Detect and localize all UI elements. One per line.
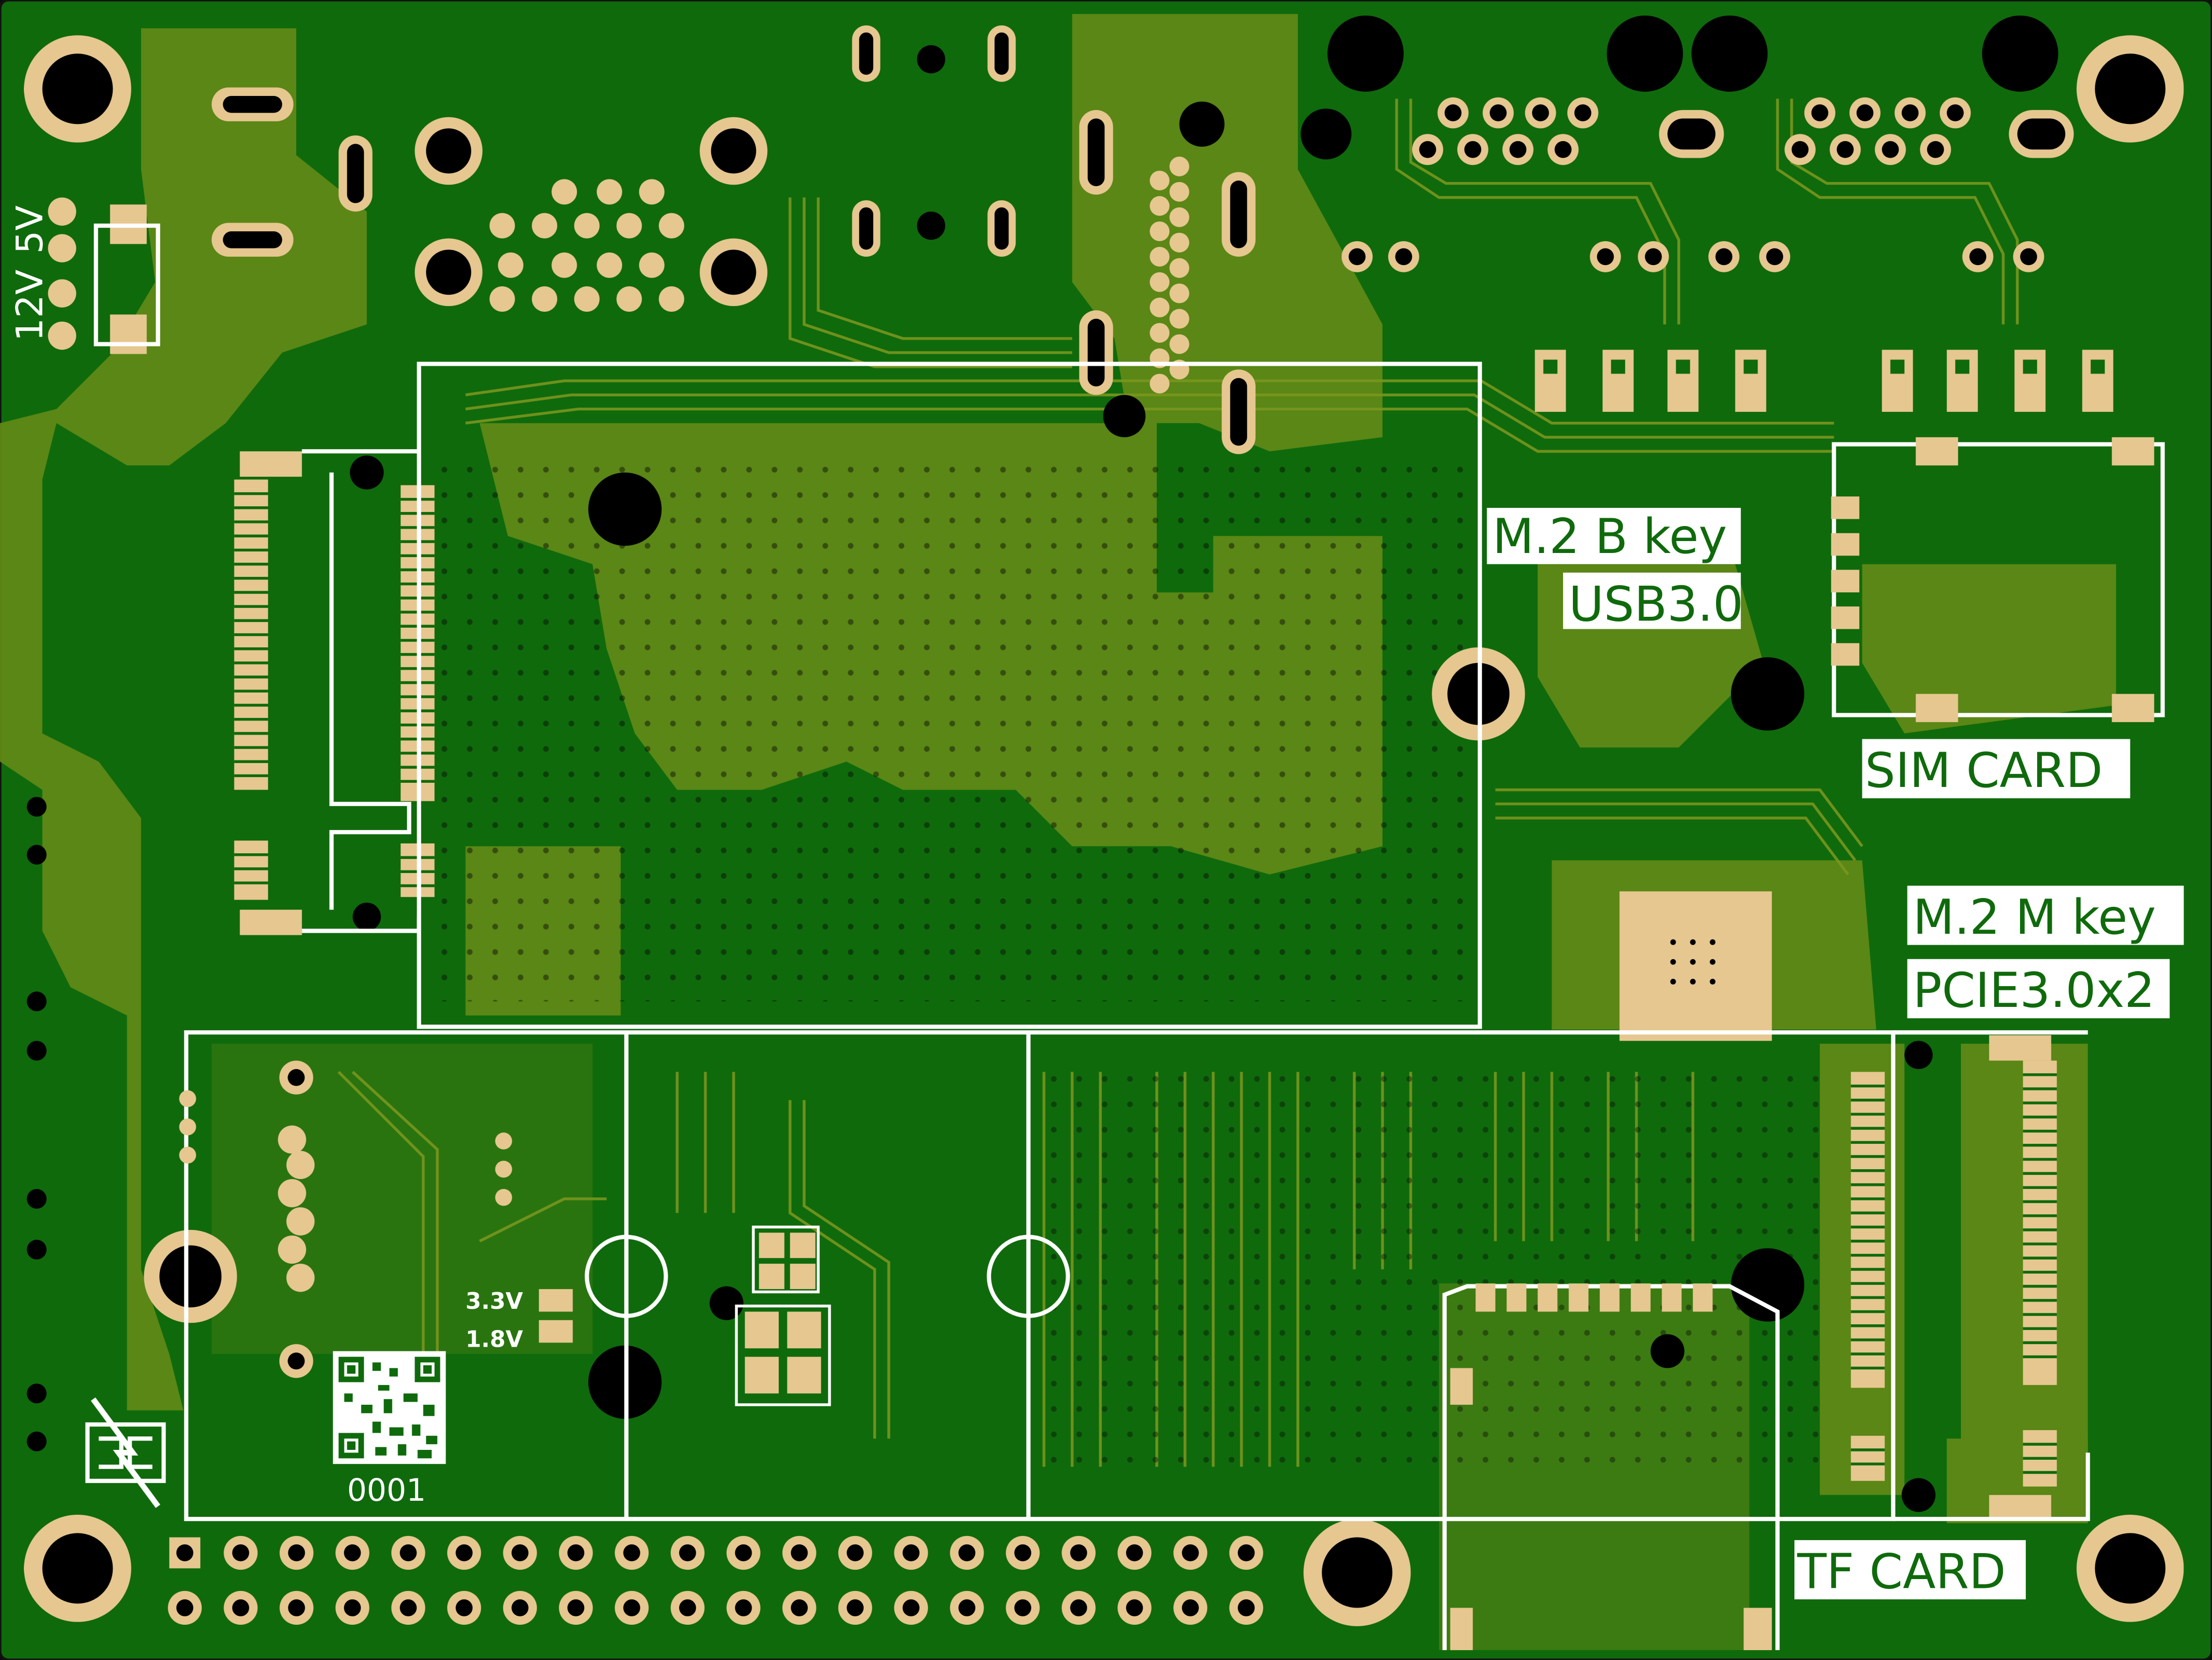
header-pin-hole (1237, 1599, 1255, 1616)
label-bg-m2b (1487, 507, 1741, 564)
header-pin-hole (735, 1544, 752, 1561)
label-sim-card: SIM CARD (1865, 742, 2103, 798)
header-pin-hole (847, 1544, 864, 1561)
header-pin-hole (791, 1544, 808, 1561)
header-pin-hole (288, 1544, 305, 1561)
header-pin-hole (1182, 1544, 1199, 1561)
header-pin-hole (623, 1544, 641, 1561)
header-pin-hole (288, 1599, 305, 1616)
header-pin-hole (455, 1544, 473, 1561)
label-bg-m2m (1907, 886, 2184, 945)
drill-holes (350, 15, 2058, 1512)
header-pin-hole (735, 1599, 752, 1616)
header-pin-hole (455, 1599, 473, 1616)
label-m2-m-key: M.2 M key (1913, 889, 2155, 945)
label-m2-b-key: M.2 B key (1492, 508, 1727, 564)
label-12v: 12V (8, 270, 51, 341)
header-pin-hole (567, 1599, 585, 1616)
header-pin-hole (232, 1544, 250, 1561)
header-pin-hole (679, 1544, 696, 1561)
silkscreen-labels: 12V 5V M.2 B key USB3.0 SIM CARD M.2 M k… (8, 205, 2184, 1599)
header-pin-hole (511, 1544, 529, 1561)
left-edge-pads (26, 797, 513, 1451)
label-1v8: 1.8V (465, 1326, 523, 1352)
label-bg-pcie (1907, 959, 2170, 1018)
header-pin-hole (343, 1544, 361, 1561)
via-field (423, 465, 1468, 1002)
label-pcie: PCIE3.0x2 (1913, 962, 2155, 1018)
tf-socket (1442, 1283, 1780, 1650)
header-pin-hole (958, 1599, 976, 1616)
header-pin-hole (176, 1599, 193, 1616)
label-tf-card: TF CARD (1797, 1543, 2006, 1599)
label-bg-usb (1563, 572, 1741, 629)
label-3v3: 3.3V (465, 1289, 523, 1315)
silkscreen-outlines (184, 362, 2090, 1521)
header-pin-hole (176, 1544, 193, 1561)
sim-socket (1831, 437, 2165, 723)
voltage-select-pads (538, 1225, 831, 1406)
header-pin-hole (1182, 1599, 1199, 1616)
label-bg-sim (1862, 739, 2131, 798)
header-pin-hole (623, 1599, 641, 1616)
header-pin-hole (1126, 1599, 1143, 1616)
header-pin-hole (791, 1599, 808, 1616)
qr-code-icon (333, 1351, 446, 1464)
gpio-header (168, 1536, 1263, 1625)
header-pin-hole (1014, 1544, 1031, 1561)
label-usb3: USB3.0 (1569, 576, 1744, 632)
header-pin-hole (1237, 1544, 1255, 1561)
header-pin-hole (902, 1544, 920, 1561)
header-pin-hole (679, 1599, 696, 1616)
header-pin-hole (399, 1544, 417, 1561)
header-pin-hole (232, 1599, 250, 1616)
header-pin-hole (1070, 1599, 1087, 1616)
m2-m-key-connector (1850, 1035, 2057, 1520)
soc-pad (1619, 891, 1772, 1041)
power-select-outline (93, 223, 160, 347)
header-pin-hole (958, 1544, 976, 1561)
header-pin-hole (511, 1599, 529, 1616)
header-pin-hole (399, 1599, 417, 1616)
connector-pads-top (211, 25, 2113, 454)
header-pin-hole (567, 1544, 585, 1561)
header-pin-hole (1126, 1544, 1143, 1561)
header-pin-hole (1014, 1599, 1031, 1616)
header-pin-hole (1070, 1544, 1087, 1561)
header-pin-hole (902, 1599, 920, 1616)
soc-vias (1670, 939, 1716, 985)
label-bg-tf (1794, 1540, 2026, 1600)
bolt-box-logo (85, 1397, 166, 1508)
label-5v: 5V (8, 205, 51, 254)
label-serial: 0001 (347, 1472, 426, 1509)
via-field-lower (1044, 1072, 1834, 1467)
header-pin-hole (847, 1599, 864, 1616)
header-pin-hole (343, 1599, 361, 1616)
